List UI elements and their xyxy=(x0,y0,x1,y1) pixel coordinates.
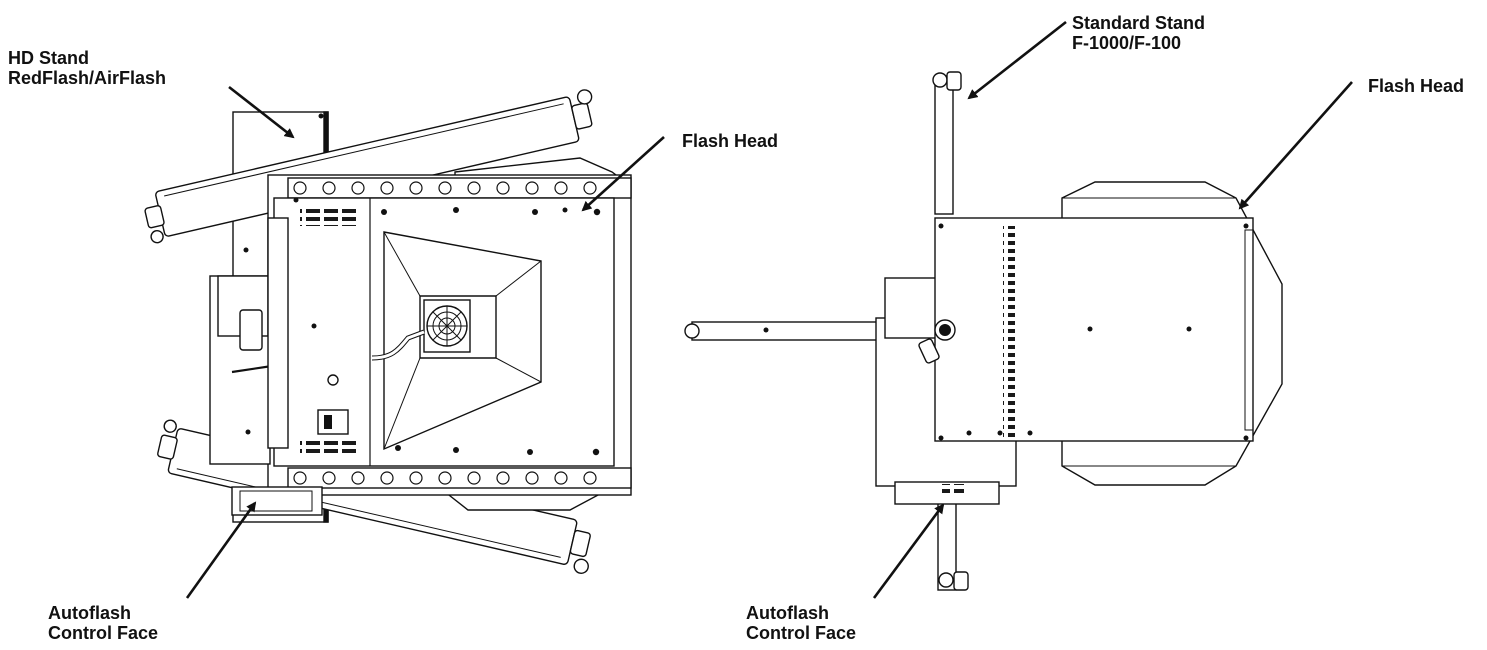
arrow-autoflash-left xyxy=(185,501,257,599)
bottom-vent-holes xyxy=(293,471,597,485)
vent-hole xyxy=(438,471,452,485)
knob-housing xyxy=(239,309,263,351)
standard-stand-assembly xyxy=(684,71,1283,591)
hd-stand-assembly xyxy=(144,89,632,574)
post-top-clamp xyxy=(946,71,962,91)
arrow-flash-head-right xyxy=(1238,81,1353,210)
label-flash-head-left-line1: Flash Head xyxy=(682,131,779,151)
bottom-vent-rail xyxy=(287,467,632,489)
inner-rail xyxy=(267,217,289,449)
stand-arm xyxy=(691,321,898,341)
arm-end-cap xyxy=(684,323,700,339)
arrow-hd-stand xyxy=(228,85,295,139)
panel-screws-right xyxy=(938,223,1249,441)
vent-hole xyxy=(293,471,307,485)
vent-hole xyxy=(409,181,423,195)
vent-hole xyxy=(583,471,597,485)
label-autoflash-right: Autoflash Control Face xyxy=(746,603,856,643)
post-bottom-clamp xyxy=(953,571,969,591)
vent-hole xyxy=(525,181,539,195)
vent-hole xyxy=(525,471,539,485)
vent-hole xyxy=(438,181,452,195)
vent-hole xyxy=(467,471,481,485)
mount-upper xyxy=(884,277,944,339)
lower-vent-slots xyxy=(300,438,358,456)
label-standard-stand: Standard Stand F-1000/F-100 xyxy=(1072,13,1205,53)
label-autoflash-left-line2: Control Face xyxy=(48,623,159,643)
vent-hole xyxy=(467,181,481,195)
tilt-lock xyxy=(918,338,940,364)
panel-screws xyxy=(243,113,601,456)
label-autoflash-left-line1: Autoflash xyxy=(48,603,131,623)
vent-hole xyxy=(496,471,510,485)
vent-hole xyxy=(554,181,568,195)
side-vent-slots xyxy=(1003,226,1015,438)
bracket-lever xyxy=(231,364,273,374)
arrow-flash-head-left xyxy=(581,136,665,212)
callout-arrows xyxy=(185,20,1353,599)
vent-hole xyxy=(496,181,510,195)
vent-hole xyxy=(351,181,365,195)
post-top-cap xyxy=(932,72,948,88)
vent-hole xyxy=(409,471,423,485)
label-hd-stand: HD Stand RedFlash/AirFlash xyxy=(8,48,166,88)
vent-hole xyxy=(583,181,597,195)
vent-hole xyxy=(293,181,307,195)
vent-hole xyxy=(322,471,336,485)
label-flash-head-right: Flash Head xyxy=(1368,76,1464,96)
arrow-standard-stand xyxy=(967,20,1067,100)
flash-head-body-right xyxy=(934,217,1254,442)
post-bottom-cap xyxy=(938,572,954,588)
label-flash-head-left: Flash Head xyxy=(682,131,778,151)
upper-vent-slots xyxy=(300,208,358,226)
status-led xyxy=(327,374,339,386)
vent-hole xyxy=(322,181,336,195)
label-autoflash-right-line1: Autoflash xyxy=(746,603,829,623)
vent-hole xyxy=(380,471,394,485)
label-standard-stand-line1: Standard Stand xyxy=(1072,13,1206,33)
power-switch xyxy=(317,409,349,435)
switch-rocker xyxy=(324,415,332,429)
vent-hole xyxy=(380,181,394,195)
vent-hole xyxy=(351,471,365,485)
stand-post-upper xyxy=(934,75,954,215)
arrow-autoflash-right xyxy=(872,503,945,599)
label-autoflash-right-line2: Control Face xyxy=(746,623,857,643)
top-vent-rail xyxy=(287,177,632,199)
label-hd-stand-line2: RedFlash/AirFlash xyxy=(8,68,167,88)
top-vent-holes xyxy=(293,181,597,195)
vent-hole xyxy=(554,471,568,485)
label-autoflash-left: Autoflash Control Face xyxy=(48,603,158,643)
label-flash-head-right-line1: Flash Head xyxy=(1368,76,1465,96)
label-hd-stand-line1: HD Stand xyxy=(8,48,89,68)
label-standard-stand-line2: F-1000/F-100 xyxy=(1072,33,1182,53)
